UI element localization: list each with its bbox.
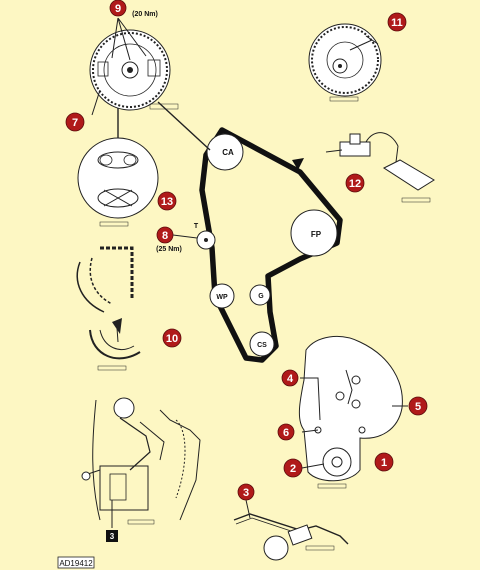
callout-label-11: 11: [391, 17, 403, 29]
figure-reference: AD19412: [57, 556, 95, 569]
callout-label-9: 9: [115, 3, 121, 15]
callout-label-4: 4: [287, 373, 294, 385]
callout-label-7: 7: [72, 117, 78, 129]
callout-label-8: 8: [162, 230, 168, 242]
torque-label-20nm: (20 Nm): [132, 11, 158, 18]
fuel-pump-pulley: FP: [290, 209, 338, 257]
dial-gauge-tool: [325, 132, 435, 203]
belt-direction-arrow: [292, 158, 304, 170]
callout-label-12: 12: [349, 178, 361, 190]
callout-label-5: 5: [415, 401, 421, 413]
callout-6: 6: [277, 423, 295, 441]
belt-marking-detail: [76, 246, 141, 371]
camshaft-pulley: CA: [206, 133, 244, 171]
crankshaft-pulley: CS: [249, 331, 275, 357]
rear-cover-assembly: [298, 335, 408, 489]
callout-2: 2: [283, 458, 325, 478]
callout-label-6: 6: [283, 427, 289, 439]
torque-label-25nm: (25 Nm): [156, 246, 182, 253]
callout-13: 13: [157, 191, 177, 211]
pulley-label-t: T: [194, 223, 199, 230]
callout-5: 5: [408, 396, 428, 416]
locking-tool-detail: [233, 499, 349, 561]
pulley-label-ca: CA: [222, 148, 234, 157]
callout-label-2: 2: [290, 463, 296, 475]
callout-7: 7: [65, 112, 85, 132]
guide-pulley: G: [249, 284, 271, 306]
sprocket-detail: (20 Nm): [89, 11, 211, 151]
callout-label-10: 10: [166, 333, 178, 345]
pulley-label-wp: WP: [216, 294, 228, 301]
callout-11: 11: [387, 12, 407, 32]
figure-reference-text: AD19412: [59, 559, 93, 568]
callout-9: 9: [109, 0, 127, 17]
pulley-label-g: G: [258, 293, 264, 300]
tensioner-pulley: T: [194, 223, 216, 250]
sprocket-marks-detail: [77, 137, 159, 227]
callout-label-3: 3: [243, 487, 249, 499]
square-label-3: 3: [106, 530, 118, 542]
callout-label-1: 1: [381, 457, 387, 469]
engine-block-detail: [81, 397, 201, 528]
callout-3: 3: [237, 483, 255, 501]
callout-10: 10: [162, 328, 182, 348]
square-label-3-text: 3: [110, 532, 115, 541]
callout-4: 4: [281, 369, 299, 387]
pulley-label-fp: FP: [311, 230, 322, 239]
camshaft-sprocket-detail: [308, 23, 382, 102]
callout-1: 1: [374, 452, 394, 472]
callout-8: 8 (25 Nm): [156, 226, 198, 253]
pulley-label-cs: CS: [257, 342, 267, 349]
water-pump-pulley: WP: [209, 283, 235, 309]
timing-belt: [199, 127, 343, 363]
callout-12: 12: [345, 173, 365, 193]
callout-label-13: 13: [161, 196, 173, 208]
